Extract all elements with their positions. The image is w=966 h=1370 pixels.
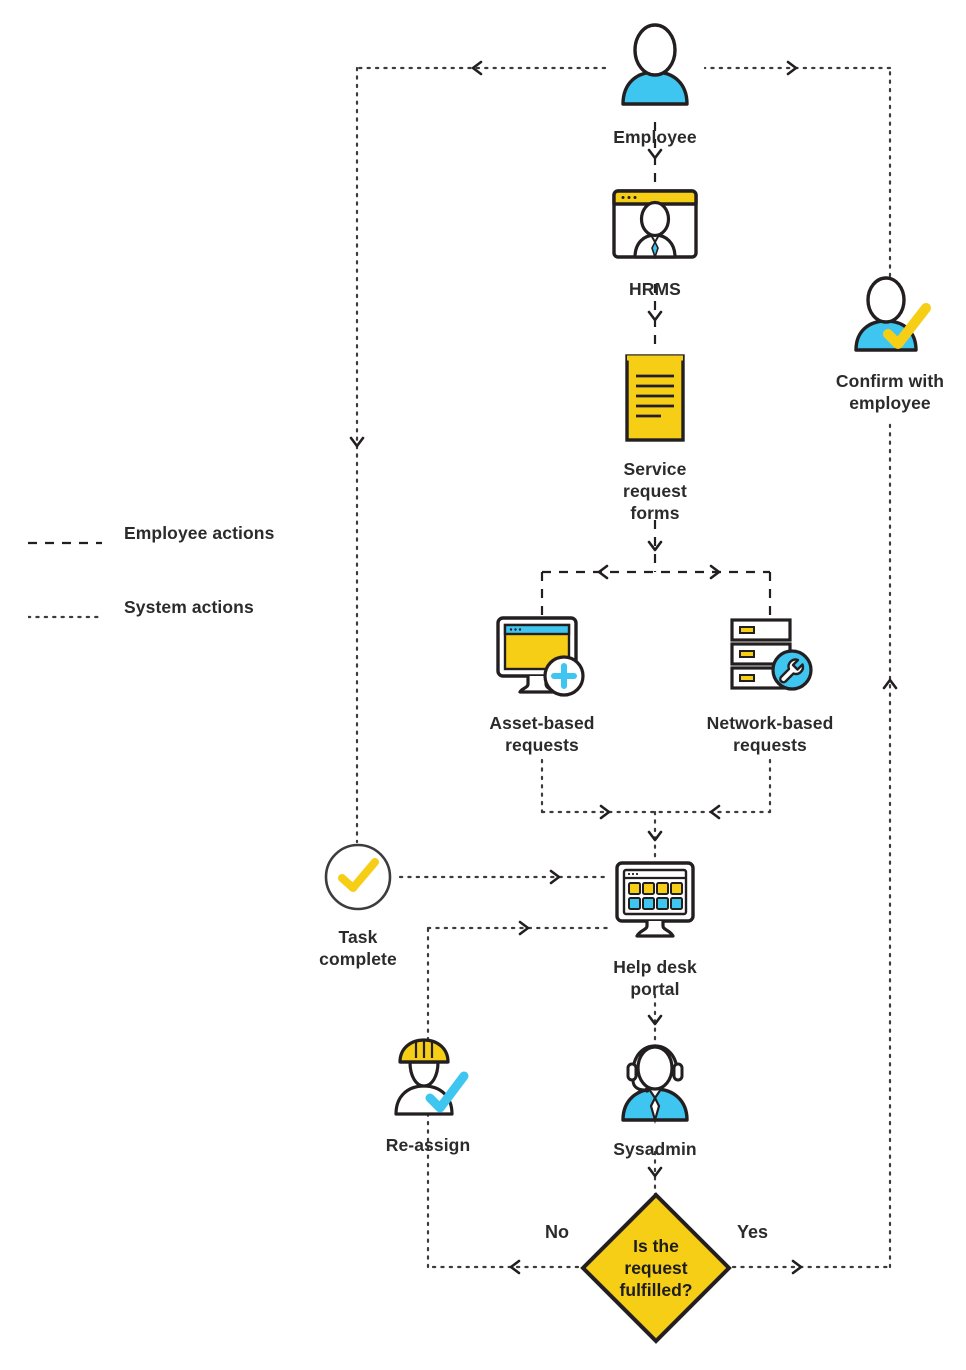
legend-item-system-actions: System actions (26, 594, 274, 620)
node-label-employee: Employee (613, 127, 697, 147)
employee-icon (609, 20, 701, 117)
monitor-plus-icon (492, 614, 592, 703)
node-re-assign[interactable]: Re-assign (372, 1036, 484, 1156)
node-confirm-with-employee[interactable]: Confirm with employee (820, 276, 960, 414)
node-label-confirm-with-employee: Confirm with employee (835, 371, 945, 414)
node-label-sysadmin: Sysadmin (613, 1139, 697, 1159)
node-employee[interactable]: Employee (595, 20, 715, 148)
node-label-asset-based-requests: Asset-based requests (489, 713, 595, 756)
legend-label-system-actions: System actions (124, 596, 254, 617)
node-label-service-request-forms: Service request forms (623, 459, 687, 524)
hardhat-check-icon (380, 1036, 476, 1125)
node-network-based-requests[interactable]: Network-based requests (695, 614, 845, 756)
person-check-icon (842, 276, 938, 361)
decision-label: Is the request fulfilled? (619, 1235, 693, 1301)
node-task-complete[interactable]: Task complete (303, 842, 413, 970)
hrms-browser-icon (609, 186, 701, 269)
node-sysadmin[interactable]: Sysadmin (595, 1042, 715, 1160)
decision-is-the-request-fulfilled[interactable]: Is the request fulfilled? (580, 1192, 732, 1344)
dashed-line-icon (28, 532, 102, 545)
server-wrench-icon (720, 614, 820, 703)
node-hrms[interactable]: HRMS (595, 186, 715, 300)
node-asset-based-requests[interactable]: Asset-based requests (472, 614, 612, 756)
headset-person-icon (609, 1042, 701, 1129)
dotted-line-icon (26, 606, 104, 619)
document-icon (619, 352, 691, 449)
branch-label-yes: Yes (737, 1222, 769, 1242)
node-label-task-complete: Task complete (319, 927, 397, 970)
node-label-network-based-requests: Network-based requests (706, 713, 834, 756)
branch-label-no: No (545, 1222, 569, 1242)
node-label-re-assign: Re-assign (385, 1135, 471, 1155)
legend: Employee actions System actions (26, 520, 274, 620)
monitor-tiles-icon (609, 860, 701, 947)
check-circle-icon (323, 842, 393, 917)
legend-item-employee-actions: Employee actions (28, 520, 274, 546)
node-label-hrms: HRMS (629, 279, 681, 299)
node-label-help-desk-portal: Help desk portal (613, 957, 697, 1000)
legend-label-employee-actions: Employee actions (124, 522, 275, 543)
node-service-request-forms[interactable]: Service request forms (595, 352, 715, 525)
node-help-desk-portal[interactable]: Help desk portal (595, 860, 715, 1000)
